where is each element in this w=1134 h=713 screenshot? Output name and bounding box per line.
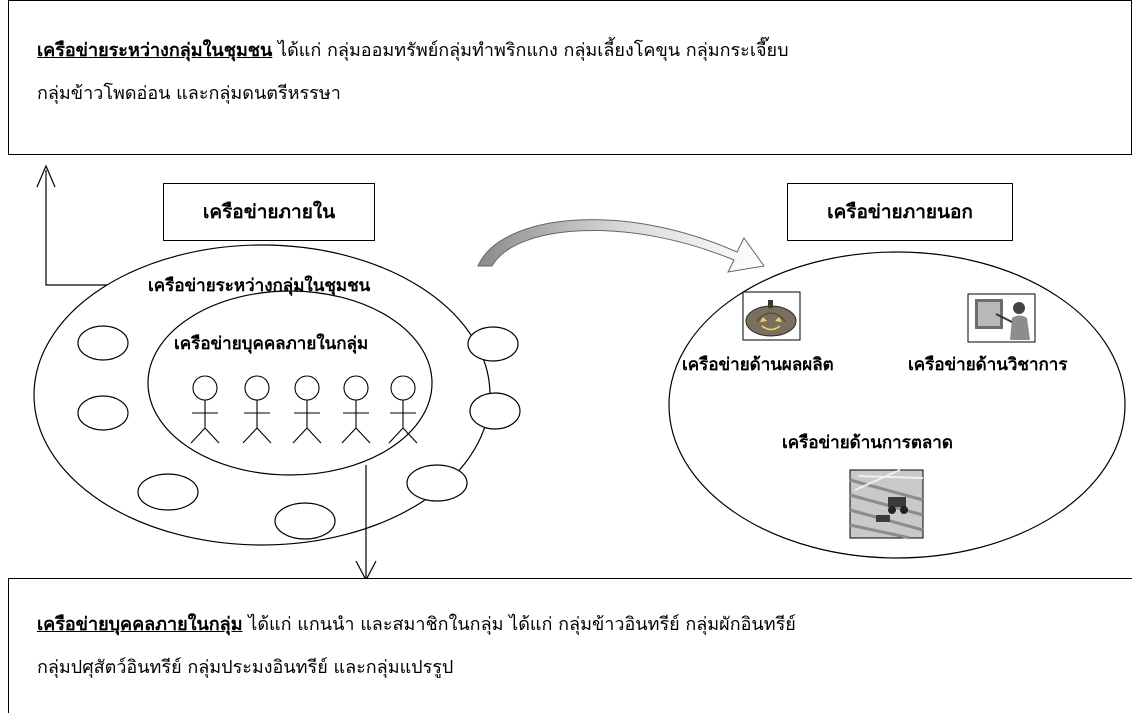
farm-machinery-icon bbox=[849, 469, 924, 540]
community-network-description: เครือข่ายระหว่างกลุ่มในชุมชน ได้แก่ กลุ่… bbox=[8, 0, 1132, 155]
community-network-line1: เครือข่ายระหว่างกลุ่มในชุมชน ได้แก่ กลุ่… bbox=[37, 29, 1131, 72]
external-product-label: เครือข่ายด้านผลผลิต bbox=[682, 355, 834, 375]
individual-network-line2: กลุ่มปศุสัตว์อินทรีย์ กลุ่มประมงอินทรีย์… bbox=[37, 657, 454, 678]
external-marketing-label: เครือข่ายด้านการตลาด bbox=[782, 433, 953, 453]
group-ellipse bbox=[77, 395, 129, 431]
curved-block-arrow bbox=[477, 219, 765, 273]
external-network-title: เครือข่ายภายนอก bbox=[787, 183, 1013, 241]
stick-figures bbox=[190, 375, 418, 444]
community-network-label: เครือข่ายระหว่างกลุ่มในชุมชน bbox=[37, 40, 273, 61]
individual-network-description: เครือข่ายบุคคลภายในกลุ่ม ได้แก่ แกนนำ แล… bbox=[8, 578, 1132, 713]
outer-ellipse-label: เครือข่ายระหว่างกลุ่มในชุมชน bbox=[148, 276, 371, 296]
up-arrowhead bbox=[36, 164, 56, 188]
group-ellipse bbox=[467, 326, 519, 362]
external-network-title-text: เครือข่ายภายนอก bbox=[827, 201, 973, 223]
individual-network-text: ได้แก่ แกนนำ และสมาชิกในกลุ่ม ได้แก่ กลุ… bbox=[242, 614, 796, 635]
person-icon bbox=[292, 375, 322, 444]
community-network-text: ได้แก่ กลุ่มออมทรัพย์กลุ่มทำพริกแกง กลุ่… bbox=[272, 40, 789, 61]
external-academic-label: เครือข่ายด้านวิชาการ bbox=[908, 355, 1068, 375]
inner-ellipse-label: เครือข่ายบุคคลภายในกลุ่ม bbox=[174, 334, 369, 354]
group-ellipse bbox=[137, 473, 199, 511]
teacher-icon bbox=[967, 293, 1036, 343]
group-ellipse bbox=[77, 325, 129, 361]
group-ellipse bbox=[274, 502, 336, 540]
person-icon bbox=[242, 375, 272, 444]
internal-network-title: เครือข่ายภายใน bbox=[163, 183, 375, 241]
individual-network-label: เครือข่ายบุคคลภายในกลุ่ม bbox=[37, 614, 243, 635]
individual-network-line1: เครือข่ายบุคคลภายในกลุ่ม ได้แก่ แกนนำ แล… bbox=[37, 603, 1132, 646]
group-ellipse bbox=[469, 392, 521, 430]
group-ellipses bbox=[77, 325, 521, 540]
person-icon bbox=[388, 375, 418, 444]
pumpkin-icon bbox=[742, 291, 801, 341]
inner-ellipse bbox=[147, 290, 433, 476]
community-network-line2: กลุ่มข้าวโพดอ่อน และกลุ่มดนตรีหรรษา bbox=[37, 83, 341, 104]
person-icon bbox=[341, 375, 371, 444]
internal-network-title-text: เครือข่ายภายใน bbox=[202, 201, 336, 223]
group-ellipse bbox=[406, 464, 468, 502]
person-icon bbox=[190, 375, 220, 444]
